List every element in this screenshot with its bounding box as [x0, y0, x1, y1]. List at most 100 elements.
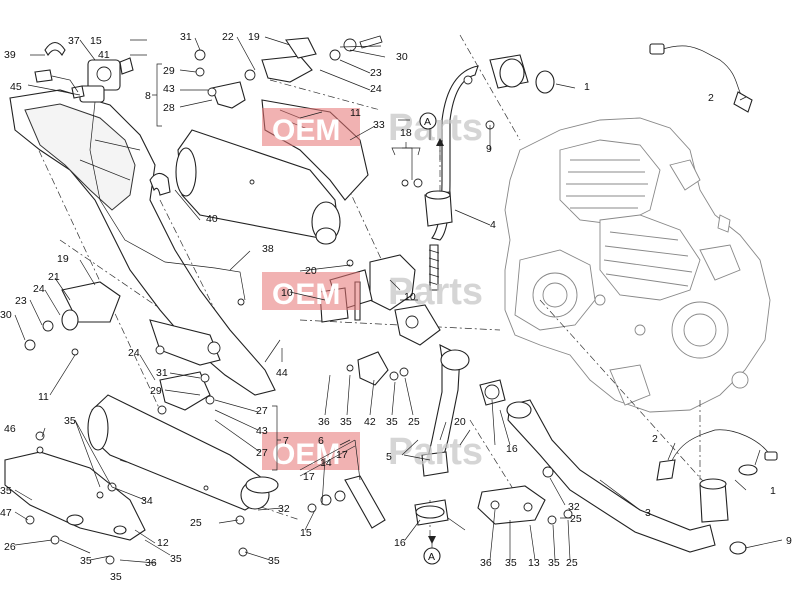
- callout-14: 14: [320, 457, 332, 469]
- callout-17b: 17: [303, 471, 315, 483]
- callout-29b: 29: [150, 385, 162, 397]
- heat-shield-lower: [4, 451, 146, 541]
- engine-outline: [504, 117, 771, 413]
- callout-23b: 23: [15, 295, 27, 307]
- callout-41: 41: [98, 49, 110, 61]
- callout-1b: 1: [770, 485, 776, 497]
- callout-20: 20: [305, 265, 317, 277]
- svg-text:BIKE: BIKE: [372, 434, 382, 456]
- callout-26: 26: [4, 541, 16, 553]
- callout-6: 6: [318, 435, 324, 447]
- callout-13: 13: [528, 557, 540, 569]
- callout-36: 36: [318, 416, 330, 428]
- rear-subframe: [9, 89, 276, 396]
- callout-21: 21: [48, 271, 60, 283]
- callout-18: 18: [400, 127, 412, 139]
- callout-47: 47: [0, 507, 12, 519]
- callout-25: 25: [408, 416, 420, 428]
- callout-11b: 11: [38, 391, 49, 403]
- upper-muffler: [175, 129, 341, 245]
- callout-2: 2: [708, 92, 714, 104]
- horizontal-header-pipe: [506, 399, 758, 555]
- callout-34: 34: [141, 495, 153, 507]
- callout-46: 46: [4, 423, 16, 435]
- svg-text:A: A: [428, 551, 435, 563]
- callout-42: 42: [364, 416, 376, 428]
- callout-9b: 9: [786, 535, 792, 547]
- callout-45: 45: [10, 81, 22, 93]
- callout-24: 24: [370, 83, 382, 95]
- svg-text:OEM: OEM: [272, 114, 340, 147]
- svg-text:BIKE: BIKE: [372, 108, 382, 130]
- rear-header-pipe: [414, 344, 470, 526]
- callout-19: 19: [248, 31, 260, 43]
- callout-33: 33: [373, 119, 385, 131]
- lower-bracket: [24, 281, 215, 415]
- lambda-sensor-top: [649, 43, 753, 113]
- callout-38: 38: [262, 243, 274, 255]
- callout-25b: 25: [570, 513, 582, 525]
- callout-4: 4: [490, 219, 496, 231]
- callout-10b: 10: [404, 291, 416, 303]
- callout-20b: 20: [454, 416, 466, 428]
- watermark-bottom: OEM BIKE Parts: [262, 431, 483, 473]
- watermark-top: OEM BIKE Parts: [262, 107, 483, 149]
- callout-35j: 35: [110, 571, 122, 583]
- callout-12: 12: [157, 537, 169, 549]
- group-braces: [152, 63, 421, 477]
- callout-10: 10: [281, 287, 293, 299]
- callout-15: 15: [90, 35, 102, 47]
- callout-22: 22: [222, 31, 234, 43]
- callout-37: 37: [68, 35, 80, 47]
- callout-28: 28: [163, 102, 175, 114]
- callout-44: 44: [276, 367, 288, 379]
- callout-27: 27: [256, 447, 268, 459]
- callout-36b: 36: [480, 557, 492, 569]
- callout-39: 39: [4, 49, 16, 61]
- callout-19b: 19: [57, 253, 69, 265]
- callout-32b: 32: [278, 503, 290, 515]
- reference-a-top: A: [419, 112, 444, 160]
- callout-35d: 35: [548, 557, 560, 569]
- upper-bracket: [194, 35, 383, 109]
- callout-15b: 15: [300, 527, 312, 539]
- callout-8: 8: [145, 90, 151, 102]
- watermark-middle: OEM BIKE Parts: [262, 271, 483, 313]
- svg-text:Parts: Parts: [388, 431, 483, 473]
- callout-35g: 35: [80, 555, 92, 567]
- front-header-pipe: [401, 54, 555, 241]
- callout-numbers: 15 37 39 41 45 31 29 8 43 28 22 19 30 23…: [0, 31, 792, 583]
- callout-24c: 24: [128, 347, 140, 359]
- callout-2b: 2: [652, 433, 658, 445]
- svg-text:A: A: [424, 116, 431, 128]
- callout-leaders: [14, 36, 783, 564]
- callout-16b: 16: [394, 537, 406, 549]
- callout-25c: 25: [566, 557, 578, 569]
- callout-1: 1: [584, 81, 590, 93]
- small-fasteners-lower: [25, 431, 248, 565]
- callout-35c: 35: [505, 557, 517, 569]
- callout-35e: 35: [64, 415, 76, 427]
- svg-text:Parts: Parts: [388, 271, 483, 313]
- callout-31b: 31: [156, 367, 168, 379]
- callout-17: 17: [336, 449, 348, 461]
- callout-24b: 24: [33, 283, 45, 295]
- cable-clamp: [34, 41, 85, 99]
- callout-35b: 35: [386, 416, 398, 428]
- bracket-42: [346, 351, 409, 386]
- bracket-17: [307, 475, 386, 529]
- callout-3: 3: [645, 507, 651, 519]
- callout-30: 30: [396, 51, 408, 63]
- callout-32: 32: [568, 501, 580, 513]
- svg-text:OEM: OEM: [272, 278, 340, 311]
- svg-text:Parts: Parts: [388, 107, 483, 149]
- lower-muffler: [87, 394, 279, 511]
- clip-40: [149, 172, 171, 196]
- exhaust-valve-motor: [79, 57, 246, 306]
- reference-a-bottom: A: [423, 536, 441, 565]
- callout-35i: 35: [268, 555, 280, 567]
- callout-40: 40: [206, 213, 218, 225]
- callout-43: 43: [163, 83, 175, 95]
- callout-43b: 43: [256, 425, 268, 437]
